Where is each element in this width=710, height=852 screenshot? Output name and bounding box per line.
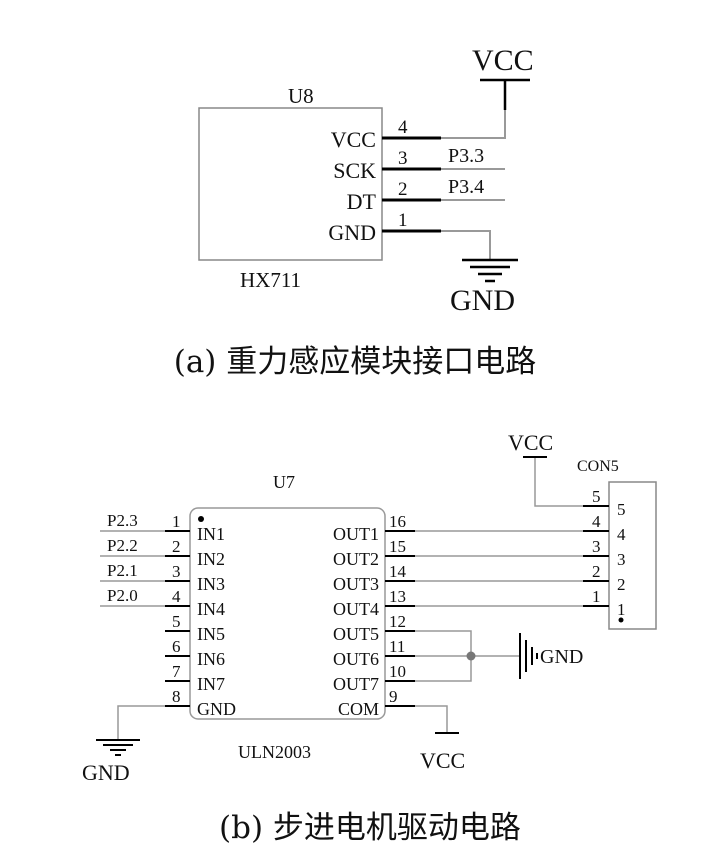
gnd-wire — [117, 705, 165, 740]
uln2003-circuit: U7 ULN2003 P2.3 P2.2 P2.1 P2.0 1 2 3 4 5… — [82, 472, 583, 785]
pin-num-9: 9 — [389, 687, 398, 706]
pin1-marker-icon — [618, 617, 624, 623]
caption-a: (a) 重力感应模块接口电路 — [174, 344, 537, 380]
net-p20: P2.0 — [107, 586, 138, 605]
out-gnd-label: GND — [540, 646, 583, 668]
pin-num-13: 13 — [389, 587, 406, 606]
hx711-part: HX711 — [240, 268, 301, 292]
pin-name-out2: OUT2 — [333, 549, 379, 569]
con5-inner-4: 4 — [617, 525, 626, 544]
hx711-pin-num-4: 4 — [398, 117, 408, 138]
pin-num-4: 4 — [172, 587, 181, 606]
ground-icon — [462, 258, 518, 283]
hx711-pin-name-gnd: GND — [328, 220, 376, 245]
pin-num-2: 2 — [172, 537, 181, 556]
pin-num-5: 5 — [172, 612, 181, 631]
pin-num-11: 11 — [389, 637, 405, 656]
pin-name-out3: OUT3 — [333, 574, 379, 594]
pin-name-out5: OUT5 — [333, 624, 379, 644]
con5-inner-3: 3 — [617, 550, 626, 569]
hx711-vcc-wire — [441, 82, 506, 139]
hx711-body — [198, 107, 383, 261]
hx711-gnd-label: GND — [450, 284, 515, 317]
uln2003-body — [189, 507, 386, 720]
con5-pin-num-4: 4 — [592, 512, 601, 531]
pin-name-in1: IN1 — [197, 524, 225, 544]
pin-num-8: 8 — [172, 687, 181, 706]
pin-num-15: 15 — [389, 537, 406, 556]
uln2003-part: ULN2003 — [238, 742, 311, 762]
hx711-net-p34: P3.4 — [448, 176, 484, 198]
pin-num-1: 1 — [172, 512, 181, 531]
net-p21: P2.1 — [107, 561, 138, 580]
con5-pin-num-5: 5 — [592, 487, 601, 506]
uln2003-ref: U7 — [273, 472, 295, 492]
hx711-vcc-label: VCC — [472, 44, 534, 77]
con5-vcc-wire — [534, 457, 583, 507]
uln2003-right-pins — [385, 530, 415, 707]
pin-name-in7: IN7 — [197, 674, 225, 694]
pin1-marker-icon — [198, 516, 204, 522]
pin-name-in2: IN2 — [197, 549, 225, 569]
ground-icon — [96, 739, 140, 756]
con5-connector: CON5 5 4 3 2 1 5 4 3 2 1 VCC — [508, 430, 657, 630]
pin-name-out6: OUT6 — [333, 649, 379, 669]
uln2003-vcc-label: VCC — [420, 748, 465, 773]
uln2003-left-pins — [165, 530, 190, 707]
pin-name-in6: IN6 — [197, 649, 225, 669]
con5-inner-2: 2 — [617, 575, 626, 594]
pin-name-in3: IN3 — [197, 574, 225, 594]
pin-num-16: 16 — [389, 512, 406, 531]
pin-num-7: 7 — [172, 662, 181, 681]
uln2003-gnd-label: GND — [82, 760, 130, 785]
ground-icon-horizontal — [519, 633, 538, 679]
con5-pin-num-2: 2 — [592, 562, 601, 581]
hx711-gnd-wire — [441, 230, 491, 260]
con5-ref: CON5 — [577, 458, 619, 475]
junction-dot-icon — [466, 651, 476, 661]
pin-name-in5: IN5 — [197, 624, 225, 644]
hx711-pin-num-1: 1 — [398, 210, 408, 231]
con5-vcc-label: VCC — [508, 430, 553, 455]
pin-name-out1: OUT1 — [333, 524, 379, 544]
hx711-pin-name-vcc: VCC — [331, 127, 376, 152]
pin-name-com: COM — [338, 699, 379, 719]
pin-name-in4: IN4 — [197, 599, 225, 619]
hx711-pin-name-sck: SCK — [333, 158, 376, 183]
con5-inner-1: 1 — [617, 600, 626, 619]
hx711-pin-name-dt: DT — [347, 189, 377, 214]
pin-num-6: 6 — [172, 637, 181, 656]
hx711-circuit: U8 HX711 VCC SCK DT GND 4 3 2 1 P3.3 P3.… — [198, 44, 534, 317]
hx711-pin-num-3: 3 — [398, 148, 408, 169]
con5-inner-5: 5 — [617, 500, 626, 519]
pin-num-14: 14 — [389, 562, 407, 581]
pin-name-out7: OUT7 — [333, 674, 379, 694]
con5-pin-num-3: 3 — [592, 537, 601, 556]
hx711-net-p33: P3.3 — [448, 145, 484, 167]
net-p22: P2.2 — [107, 536, 138, 555]
pin-name-out4: OUT4 — [333, 599, 379, 619]
caption-b: (b) 步进电机驱动电路 — [219, 810, 521, 846]
pin-num-10: 10 — [389, 662, 406, 681]
net-p23: P2.3 — [107, 511, 138, 530]
pin-num-12: 12 — [389, 612, 406, 631]
pin-num-3: 3 — [172, 562, 181, 581]
con5-pin-num-1: 1 — [592, 587, 601, 606]
hx711-ref: U8 — [288, 84, 314, 108]
pin-name-gnd: GND — [197, 699, 236, 719]
hx711-pin-num-2: 2 — [398, 179, 408, 200]
com-wire — [415, 705, 448, 733]
